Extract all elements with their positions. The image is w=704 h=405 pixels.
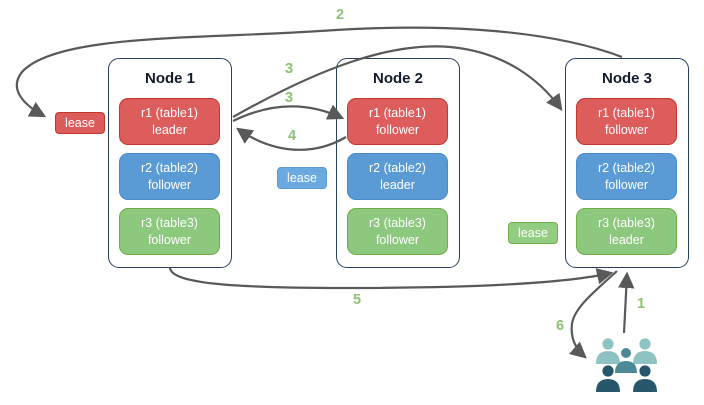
replica-name: r1 (table1) bbox=[369, 106, 426, 121]
replica-role: follower bbox=[375, 232, 420, 247]
node-1-title: Node 1 bbox=[144, 70, 195, 87]
node-3-replica-r1: r1 (table1) follower bbox=[576, 98, 677, 145]
lease-badge-green: lease bbox=[508, 222, 558, 244]
replica-name: r2 (table2) bbox=[141, 161, 198, 176]
replica-name: r1 (table1) bbox=[598, 106, 655, 121]
replica-role: follower bbox=[604, 122, 649, 137]
node-2: Node 2 r1 (table1) follower r2 (table2) … bbox=[336, 58, 460, 268]
replica-role: leader bbox=[152, 122, 187, 137]
node-3: Node 3 r1 (table1) follower r2 (table2) … bbox=[565, 58, 689, 268]
lease-badge-red: lease bbox=[55, 112, 105, 134]
step-label-2: 2 bbox=[336, 7, 345, 23]
node-3-replica-r3: r3 (table3) leader bbox=[576, 208, 677, 255]
replica-name: r3 (table3) bbox=[141, 216, 198, 231]
step-label-5: 5 bbox=[353, 292, 362, 308]
step-label-3a: 3 bbox=[285, 61, 294, 77]
node-2-replica-r2: r2 (table2) leader bbox=[347, 153, 448, 200]
step-label-3b: 3 bbox=[285, 90, 294, 106]
node-1-replica-r3: r3 (table3) follower bbox=[119, 208, 220, 255]
node-3-title: Node 3 bbox=[601, 70, 652, 87]
step-label-1: 1 bbox=[637, 296, 646, 312]
replica-role: follower bbox=[604, 177, 649, 192]
step-label-6: 6 bbox=[556, 318, 565, 334]
node-2-title: Node 2 bbox=[372, 70, 423, 87]
arrow-step1-clients-to-node3 bbox=[618, 271, 635, 334]
step-label-4: 4 bbox=[288, 128, 297, 144]
arrow-step5-node1-to-node3 bbox=[168, 267, 614, 290]
replica-role: leader bbox=[380, 177, 415, 192]
replica-role: follower bbox=[147, 177, 192, 192]
replica-role: leader bbox=[609, 232, 644, 247]
node-2-replica-r3: r3 (table3) follower bbox=[347, 208, 448, 255]
arrow-step6-node3-to-clients bbox=[569, 270, 618, 359]
replica-name: r1 (table1) bbox=[141, 106, 198, 121]
arrow-step3-node1-to-node2 bbox=[232, 104, 345, 122]
node-1: Node 1 r1 (table1) leader r2 (table2) fo… bbox=[108, 58, 232, 268]
node-3-replica-r2: r2 (table2) follower bbox=[576, 153, 677, 200]
users-group-icon bbox=[596, 338, 657, 392]
replica-name: r3 (table3) bbox=[369, 216, 426, 231]
replica-name: r3 (table3) bbox=[598, 216, 655, 231]
node-2-replica-r1: r1 (table1) follower bbox=[347, 98, 448, 145]
node-1-replica-r2: r2 (table2) follower bbox=[119, 153, 220, 200]
lease-badge-blue: lease bbox=[277, 167, 327, 189]
node-1-replica-r1: r1 (table1) leader bbox=[119, 98, 220, 145]
replica-role: follower bbox=[147, 232, 192, 247]
replica-name: r2 (table2) bbox=[598, 161, 655, 176]
replica-name: r2 (table2) bbox=[369, 161, 426, 176]
replica-role: follower bbox=[375, 122, 420, 137]
